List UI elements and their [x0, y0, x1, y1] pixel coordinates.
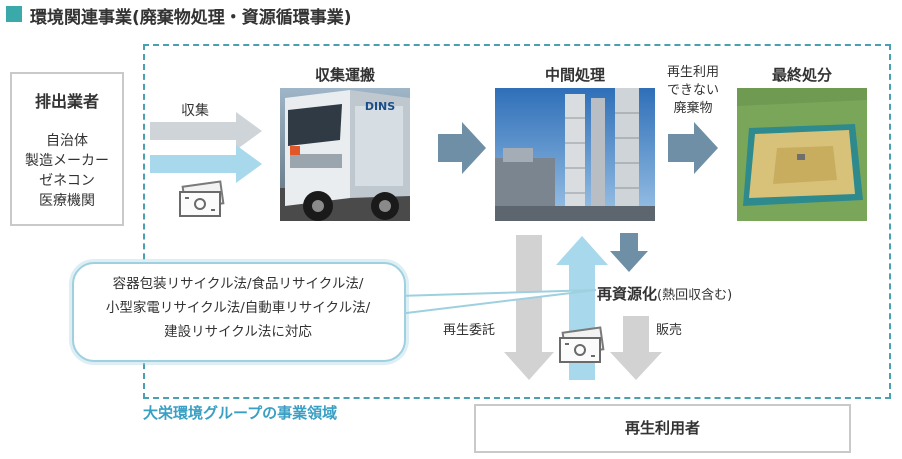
step-intermediate-label: 中間処理: [544, 66, 605, 84]
callout-line: 建設リサイクル法に対応: [164, 324, 312, 340]
transport-to-intermediate-arrow: [438, 122, 486, 174]
step-transport-label: 収集運搬: [314, 66, 375, 84]
callout-line: 容器包装リサイクル法/食品リサイクル法/: [112, 276, 364, 292]
sales-label: 販売: [656, 323, 683, 338]
sales-arrow: [610, 316, 662, 380]
emitters-list: 自治体 製造メーカー ゼネコン 医療機関: [10, 131, 124, 211]
recycling-note: (熱回収含む): [657, 288, 733, 303]
page-title: 環境関連事業(廃棄物処理・資源循環事業): [30, 8, 352, 28]
collect-label: 収集: [181, 103, 209, 119]
emitters-heading: 排出業者: [34, 92, 99, 111]
recycling-label: 再資源化(熱回収含む): [597, 285, 733, 303]
collect-arrow-lightblue: [150, 145, 262, 183]
recycled-users-label: 再生利用者: [624, 419, 700, 437]
svg-text:DINS: DINS: [365, 100, 395, 113]
landfill-photo: [737, 88, 867, 221]
business-domain-label: 大栄環境グループの事業領域: [143, 404, 338, 422]
recycle-consign-label: 再生委託: [443, 323, 496, 338]
truck-photo: DINS: [280, 88, 410, 221]
callout-tail: [397, 289, 597, 316]
money-icon: [179, 180, 225, 217]
emitter-item: ゼネコン: [39, 173, 95, 189]
emitter-item: 製造メーカー: [25, 153, 109, 169]
non-recyclable-label: 再生利用 できない 廃棄物: [666, 65, 719, 116]
money-icon: [559, 326, 605, 363]
business-domain-border: [143, 44, 891, 399]
collect-arrow-gray: [150, 112, 262, 150]
emitter-item: 自治体: [46, 133, 88, 149]
step-final-label: 最終処分: [771, 66, 832, 84]
emitter-item: 医療機関: [39, 193, 95, 209]
recycle-consign-arrow: [504, 235, 554, 380]
recycling-law-text: 容器包装リサイクル法/食品リサイクル法/ 小型家電リサイクル法/自動車リサイクル…: [80, 272, 396, 344]
intermediate-to-final-arrow: [668, 122, 718, 174]
to-recycling-arrow: [610, 233, 648, 272]
recycling-law-callout: [72, 262, 406, 362]
processing-plant-photo: [495, 88, 655, 221]
callout-line: 小型家電リサイクル法/自動車リサイクル法/: [105, 300, 371, 316]
emitters-box: [10, 72, 124, 226]
recycled-users-box: [474, 404, 851, 453]
title-accent-square: [6, 6, 22, 22]
